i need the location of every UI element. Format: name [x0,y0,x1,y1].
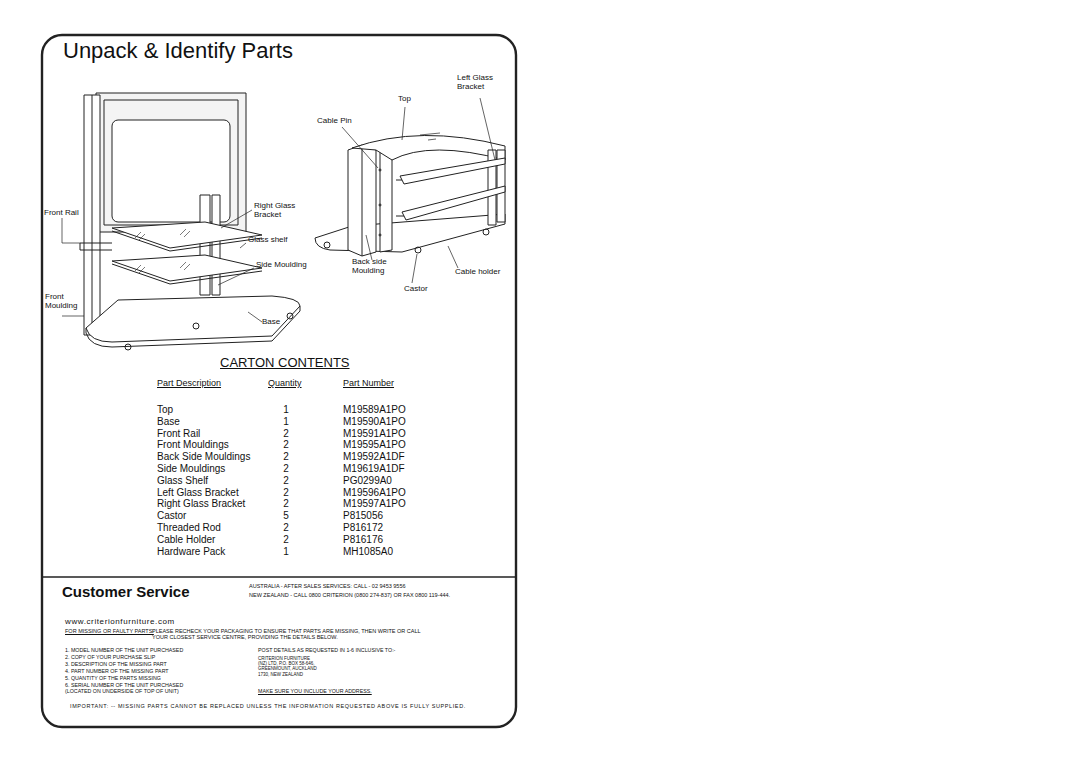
table-cell: 1 [281,404,291,416]
service-text: PLEASE RECHECK YOUR PACKAGING TO ENSURE … [152,628,437,641]
service-text: 5. QUANTITY OF THE PARTS MISSING [65,675,161,681]
table-cell: M19596A1PO [343,487,406,499]
table-cell: M19592A1DF [343,451,405,463]
table-heading: CARTON CONTENTS [220,356,350,371]
service-text: 1. MODEL NUMBER OF THE UNIT PURCHASED [65,647,183,653]
table-cell: Front Mouldings [157,439,229,451]
part-label: Top [398,94,411,103]
service-text: POST DETAILS AS REQUESTED IN 1-6 INCLUSI… [258,647,395,653]
part-label: Cable Pin [317,116,352,125]
table-cell: 2 [281,439,291,451]
table-heading: Part Description [157,378,221,388]
table-cell: 2 [281,534,291,546]
table-cell: Left Glass Bracket [157,487,239,499]
service-text: AUSTRALIA - AFTER SALES SERVICES: CALL -… [249,583,406,589]
service-text: 2. COPY OF YOUR PURCHASE SLIP [65,654,155,660]
service-text: 6. SERIAL NUMBER OF THE UNIT PURCHASED (… [65,682,200,694]
table-cell: 2 [281,522,291,534]
table-cell: 2 [281,451,291,463]
leader-lines [62,98,495,322]
part-label: Castor [404,284,428,293]
table-cell: Threaded Rod [157,522,221,534]
panel-border [42,35,516,727]
table-cell: Cable Holder [157,534,215,546]
table-cell: MH1085A0 [343,546,393,558]
part-label: Base [262,317,280,326]
service-text: www.criterionfurniture.com [65,617,175,626]
table-cell: P816176 [343,534,383,546]
service-text: FOR MISSING OR FAULTY PARTS: [65,628,154,634]
table-cell: Back Side Mouldings [157,451,250,463]
service-text: CRITERION FURNITURE (NZ) LTD, P.O. BOX 5… [258,656,320,677]
table-cell: 2 [281,487,291,499]
service-text: NEW ZEALAND - CALL 0800 CRITERION (0800 … [249,592,450,598]
table-cell: M19595A1PO [343,439,406,451]
part-label: Left Glass Bracket [457,73,519,91]
service-text: Customer Service [62,583,190,600]
service-text: 4. PART NUMBER OF THE MISSING PART [65,668,169,674]
part-label: Back side Moulding [352,257,396,275]
part-label: Front Rail [44,208,79,217]
table-cell: Right Glass Bracket [157,498,245,510]
table-cell: Top [157,404,173,416]
table-cell: M19591A1PO [343,428,406,440]
table-cell: 1 [281,416,291,428]
table-cell: M19619A1DF [343,463,405,475]
table-cell: 2 [281,463,291,475]
service-text: 3. DESCRIPTION OF THE MISSING PART [65,661,167,667]
table-cell: P816172 [343,522,383,534]
divider [42,576,516,577]
table-heading: Quantity [268,378,302,388]
table-cell: 2 [281,428,291,440]
table-cell: M19597A1PO [343,498,406,510]
table-cell: M19589A1PO [343,404,406,416]
table-cell: M19590A1PO [343,416,406,428]
table-cell: 5 [281,510,291,522]
part-label: Cable holder [455,267,500,276]
part-label: Right Glass Bracket [254,201,304,219]
table-cell: 2 [281,475,291,487]
page-title: Unpack & Identify Parts [63,38,293,63]
service-text: MAKE SURE YOU INCLUDE YOUR ADDRESS. [258,688,372,694]
table-heading: Part Number [343,378,394,388]
part-label: Glass shelf [248,235,288,244]
table-cell: Castor [157,510,186,522]
rear-stand-drawing [315,133,505,256]
table-cell: Base [157,416,180,428]
table-cell: PG0299A0 [343,475,392,487]
part-label: Side Moulding [256,260,307,269]
table-cell: P815056 [343,510,383,522]
table-cell: Front Rail [157,428,200,440]
table-cell: Side Mouldings [157,463,225,475]
front-stand-drawing [80,93,300,350]
table-cell: Hardware Pack [157,546,225,558]
table-cell: 2 [281,498,291,510]
part-label: Front Moulding [45,292,85,310]
table-cell: Glass Shelf [157,475,208,487]
table-cell: 1 [281,546,291,558]
service-text: IMPORTANT: -- MISSING PARTS CANNOT BE RE… [70,703,466,709]
